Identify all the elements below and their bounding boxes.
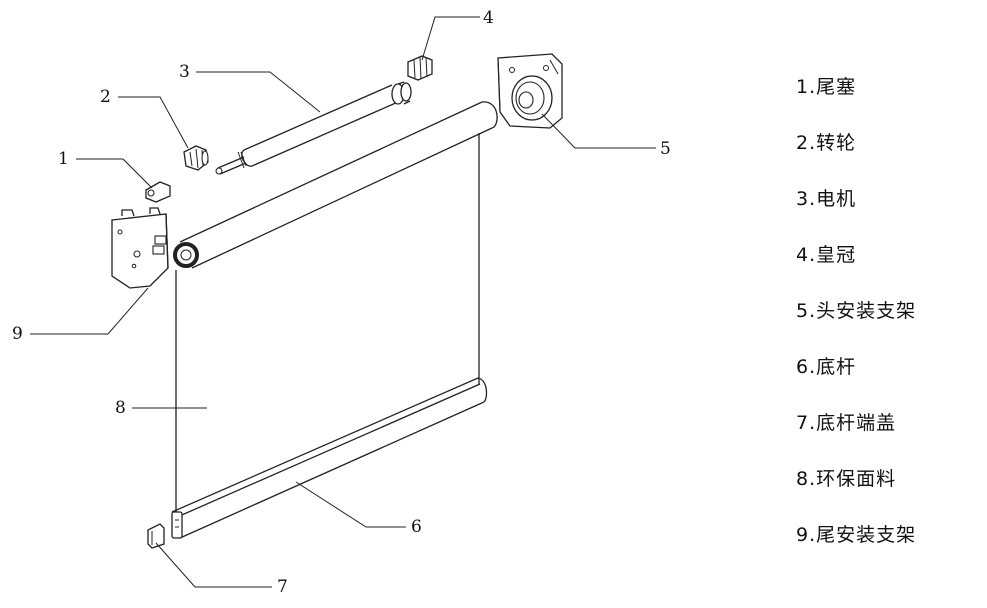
bottom-rail (171, 377, 488, 539)
callout-6: 6 (411, 517, 422, 537)
tail-bracket-part (111, 207, 169, 289)
legend-item-4: 4.皇冠 (796, 244, 857, 266)
callout-5: 5 (660, 139, 671, 159)
legend-item-5: 5.头安装支架 (796, 300, 917, 322)
tail-plug-part (145, 181, 171, 203)
callout-4: 4 (483, 8, 494, 28)
leader-lines (30, 16, 656, 588)
drive-wheel-part (183, 145, 209, 171)
fabric-panel (175, 133, 480, 520)
callout-labels: 1 2 3 4 5 6 7 8 9 (12, 8, 671, 597)
motor-part (215, 81, 412, 175)
legend-item-9: 9.尾安装支架 (796, 524, 917, 546)
end-cap-part (147, 523, 165, 549)
crown-part (407, 55, 433, 81)
legend-item-6: 6.底杆 (796, 356, 857, 378)
callout-8: 8 (115, 398, 126, 418)
legend-item-8: 8.环保面料 (796, 468, 897, 490)
callout-3: 3 (179, 62, 190, 82)
head-bracket-part (497, 53, 563, 129)
legend-item-1: 1.尾塞 (796, 76, 857, 98)
callout-1: 1 (58, 149, 69, 169)
callout-9: 9 (12, 324, 23, 344)
legend-item-2: 2.转轮 (796, 132, 857, 154)
parts-legend: 1.尾塞 2.转轮 3.电机 4.皇冠 5.头安装支架 6.底杆 7.底杆端盖 … (796, 72, 916, 576)
callout-2: 2 (100, 87, 111, 107)
legend-item-3: 3.电机 (796, 188, 857, 210)
roller-tube (173, 101, 498, 269)
callout-7: 7 (277, 577, 288, 597)
legend-item-7: 7.底杆端盖 (796, 412, 897, 434)
